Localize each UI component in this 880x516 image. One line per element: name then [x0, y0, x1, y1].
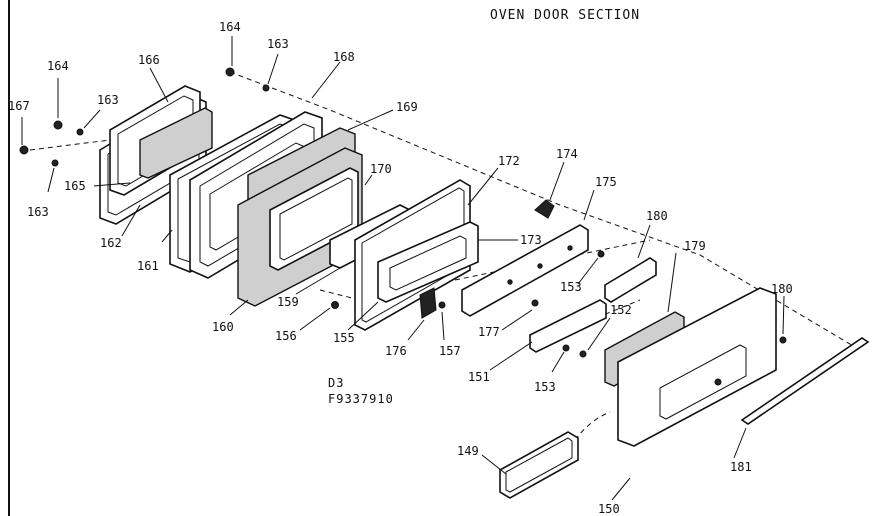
callout-153-lower: 153 — [534, 380, 556, 394]
callout-179: 179 — [684, 239, 706, 253]
part-180-bracket-upper — [604, 257, 657, 303]
callout-156: 156 — [275, 329, 297, 343]
nut-153-upper — [597, 250, 605, 258]
window-axis-line — [574, 411, 611, 441]
callout-149: 149 — [457, 444, 479, 458]
nut-152 — [579, 350, 587, 358]
part-181-handle-trim — [740, 337, 870, 425]
callout-152: 152 — [610, 303, 632, 317]
callout-163-top: 163 — [267, 37, 289, 51]
part-176-latch — [419, 287, 437, 319]
washer-163-left — [76, 128, 84, 136]
callout-153-upper: 153 — [560, 280, 582, 294]
screw-axis-line-156 — [319, 289, 361, 301]
part-175-hinge-strip — [461, 224, 589, 317]
callout-174: 174 — [556, 147, 578, 161]
screw-157 — [438, 301, 446, 309]
assembly-axis-line — [229, 71, 861, 351]
part-150-outer-door — [617, 287, 777, 447]
part-166-inner-frame — [109, 85, 213, 196]
screw-164-top — [225, 67, 235, 77]
callout-162: 162 — [100, 236, 122, 250]
callout-166: 166 — [138, 53, 160, 67]
nut-177 — [531, 299, 539, 307]
callout-155: 155 — [333, 331, 355, 345]
callout-151: 151 — [468, 370, 490, 384]
callout-165: 165 — [64, 179, 86, 193]
callout-181: 181 — [730, 460, 752, 474]
callout-164-top: 164 — [219, 20, 241, 34]
fasteners — [19, 67, 787, 358]
washer-163-lower — [51, 159, 59, 167]
callout-173: 173 — [520, 233, 542, 247]
callout-167: 167 — [8, 99, 30, 113]
clip-180-right — [779, 336, 787, 344]
part-177-bracket-lower — [529, 299, 607, 353]
callout-180-upper: 180 — [646, 209, 668, 223]
diagram-code-line1: D3 — [328, 376, 344, 390]
screw-167 — [19, 145, 29, 155]
diagram-code-line2: F9337910 — [328, 392, 394, 406]
callout-164-left: 164 — [47, 59, 69, 73]
callout-172: 172 — [498, 154, 520, 168]
callout-177: 177 — [478, 325, 500, 339]
screw-164-left — [53, 120, 63, 130]
callout-176: 176 — [385, 344, 407, 358]
callout-169: 169 — [396, 100, 418, 114]
callout-180-right: 180 — [771, 282, 793, 296]
callout-170: 170 — [370, 162, 392, 176]
screw-156 — [331, 301, 339, 309]
nut-153-lower — [562, 344, 570, 352]
callout-163-upper: 163 — [97, 93, 119, 107]
callout-168: 168 — [333, 50, 355, 64]
part-149-window-frame — [499, 431, 579, 499]
callout-160: 160 — [212, 320, 234, 334]
part-174-bracket — [534, 199, 555, 219]
callout-labels: 167 164 163 163 166 164 163 168 169 170 … — [8, 20, 793, 516]
washer-163-top — [262, 84, 270, 92]
callout-175: 175 — [595, 175, 617, 189]
screw-axis-line-left — [29, 139, 111, 151]
callout-159: 159 — [277, 295, 299, 309]
part-173-mounting-plate — [377, 221, 479, 303]
leader-lines — [21, 36, 785, 501]
callout-150: 150 — [598, 502, 620, 516]
callout-161: 161 — [137, 259, 159, 273]
callout-163-lower: 163 — [27, 205, 49, 219]
diagram-title: OVEN DOOR SECTION — [490, 8, 640, 23]
callout-157: 157 — [439, 344, 461, 358]
